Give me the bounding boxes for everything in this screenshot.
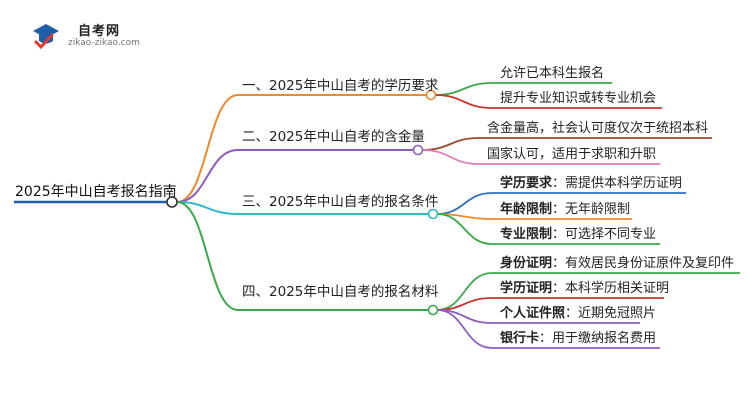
logo-url: zikao-zikao.com [68, 38, 140, 48]
branch-node [412, 144, 424, 156]
leaf-keyword: 学历要求 [500, 176, 553, 191]
branch-topic: 四、2025年中山自考的报名材料 [242, 284, 439, 300]
branch-topic: 二、2025年中山自考的含金量 [242, 129, 425, 145]
leaf-topic: 学历要求：需提供本科学历证明 [500, 176, 682, 192]
root-topic: 2025年中山自考报名指南 [15, 184, 177, 200]
leaf-text: ：可选择不同专业 [552, 227, 657, 242]
leaf-topic: 允许已本科生报名 [500, 66, 604, 82]
branch-connector [176, 94, 239, 203]
leaf-connector [436, 309, 493, 349]
leaf-keyword: 专业限制 [500, 227, 553, 242]
leaf-keyword: 年龄限制 [500, 202, 553, 217]
leaf-connector [434, 94, 493, 109]
leaf-connector [421, 137, 480, 151]
leaf-text: 提升专业知识或转专业机会 [500, 91, 657, 106]
branch-node [425, 89, 437, 101]
leaf-text: ：无年龄限制 [552, 202, 631, 217]
root-node [166, 196, 178, 208]
leaf-topic: 年龄限制：无年龄限制 [500, 202, 630, 218]
leaf-connector [434, 82, 493, 96]
branch-topic: 一、2025年中山自考的学历要求 [242, 78, 439, 94]
branch-node [427, 304, 439, 316]
leaf-text: 含金量高，社会认可度仅次于统招本科 [487, 121, 709, 136]
leaf-topic: 提升专业知识或转专业机会 [500, 91, 656, 107]
leaf-connector [421, 149, 480, 165]
leaf-topic: 含金量高，社会认可度仅次于统招本科 [487, 121, 708, 137]
leaf-text: ：近期免冠照片 [565, 306, 657, 321]
leaf-text: ：用于缴纳报名费用 [539, 331, 657, 346]
leaf-keyword: 个人证件照 [500, 306, 566, 321]
leaf-keyword: 银行卡 [500, 331, 540, 346]
leaf-text: ：需提供本科学历证明 [552, 176, 683, 191]
leaf-topic: 学历证明：本科学历相关证明 [500, 281, 669, 297]
branch-connector [176, 149, 239, 203]
leaf-topic: 国家认可，适用于求职和升职 [487, 147, 656, 163]
leaf-topic: 个人证件照：近期免冠照片 [500, 306, 656, 322]
logo-name: 自考网 [78, 24, 121, 39]
graduation-cap-icon [33, 24, 59, 50]
leaf-connector [436, 192, 493, 215]
leaf-text: ：本科学历相关证明 [552, 281, 670, 296]
branch-node [427, 208, 439, 220]
branch-topic: 三、2025年中山自考的报名条件 [242, 194, 439, 210]
leaf-text: 允许已本科生报名 [500, 66, 605, 81]
leaf-keyword: 学历证明 [500, 281, 553, 296]
leaf-topic: 专业限制：可选择不同专业 [500, 227, 656, 243]
leaf-topic: 银行卡：用于缴纳报名费用 [500, 331, 656, 347]
branch-connector [176, 201, 239, 311]
branch-connector [176, 201, 239, 215]
leaf-text: ：有效居民身份证原件及复印件 [552, 256, 735, 271]
leaf-text: 国家认可，适用于求职和升职 [487, 147, 657, 162]
logo: 自考网 zikao-zikao.com [30, 18, 180, 52]
leaf-connector [436, 213, 493, 245]
leaf-topic: 身份证明：有效居民身份证原件及复印件 [500, 256, 734, 272]
leaf-keyword: 身份证明 [500, 256, 553, 271]
